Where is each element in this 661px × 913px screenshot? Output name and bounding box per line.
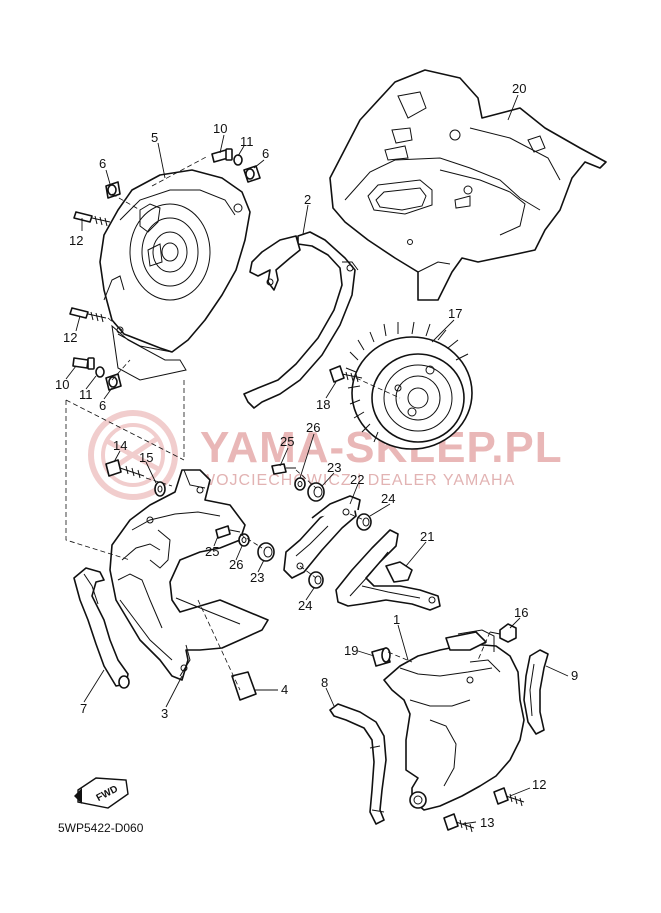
callout-8: 8	[321, 675, 328, 690]
callout-19: 19	[344, 643, 358, 658]
part-20-shroud-cover	[329, 69, 607, 301]
callout-1: 1	[393, 612, 400, 627]
part-12-13-screws	[443, 787, 525, 833]
part-18-bolt	[329, 365, 363, 383]
callout-21: 21	[420, 529, 434, 544]
callout-24: 24	[298, 598, 312, 613]
fwd-arrow-icon: FWD	[74, 777, 129, 809]
part-14-15-hardware	[105, 459, 166, 497]
part-3-cylinder-shroud	[109, 469, 269, 681]
part-7-duct-pipe	[73, 567, 130, 689]
callout-10: 10	[213, 121, 227, 136]
callout-6: 6	[262, 146, 269, 161]
callout-7: 7	[80, 701, 87, 716]
callout-12: 12	[69, 233, 83, 248]
callout-9: 9	[571, 668, 578, 683]
callout-5: 5	[151, 130, 158, 145]
leader-lines	[65, 94, 569, 825]
part-1-lower-cover	[383, 629, 525, 811]
callout-2: 2	[304, 192, 311, 207]
callout-12: 12	[532, 777, 546, 792]
callout-4: 4	[281, 682, 288, 697]
part-2-seal	[243, 231, 359, 409]
callout-13: 13	[480, 815, 494, 830]
part-22-bracket	[283, 495, 361, 579]
callout-6: 6	[99, 156, 106, 171]
callout-20: 20	[512, 81, 526, 96]
callout-24: 24	[381, 491, 395, 506]
callout-15: 15	[139, 450, 153, 465]
watermark-subtitle: WOJCIECHOWICZ | DEALER YAMAHA	[200, 472, 515, 489]
part-8-rod	[329, 703, 387, 825]
part-5-fan-housing	[99, 169, 251, 381]
part-16-bolt	[489, 623, 517, 643]
assembly-lines	[65, 155, 491, 691]
callout-3: 3	[161, 706, 168, 721]
callouts: 20 5 10 11 6 6 12 2 12 17 10 11 6 18 14 …	[55, 81, 578, 830]
callout-10: 10	[55, 377, 69, 392]
callout-11: 11	[79, 387, 93, 402]
callout-26: 26	[306, 420, 320, 435]
part-17-flywheel-fan	[345, 321, 473, 450]
callout-18: 18	[316, 397, 330, 412]
part-19-damper	[371, 647, 391, 667]
callout-11: 11	[240, 134, 254, 149]
damper-hardware	[215, 463, 372, 589]
callout-23: 23	[250, 570, 264, 585]
part-4-seal-strip	[231, 671, 257, 701]
callout-22: 22	[350, 472, 364, 487]
callout-12: 12	[63, 330, 77, 345]
hardware-upper-left	[69, 148, 261, 391]
callout-25: 25	[205, 544, 219, 559]
callout-23: 23	[327, 460, 341, 475]
callout-6: 6	[99, 398, 106, 413]
callout-25: 25	[280, 434, 294, 449]
callout-14: 14	[113, 438, 127, 453]
callout-26: 26	[229, 557, 243, 572]
part-21-bracket	[335, 529, 441, 611]
callout-17: 17	[448, 306, 462, 321]
part-9-seal	[523, 649, 549, 735]
callout-16: 16	[514, 605, 528, 620]
diagram-code: 5WP5422-D060	[58, 821, 144, 835]
